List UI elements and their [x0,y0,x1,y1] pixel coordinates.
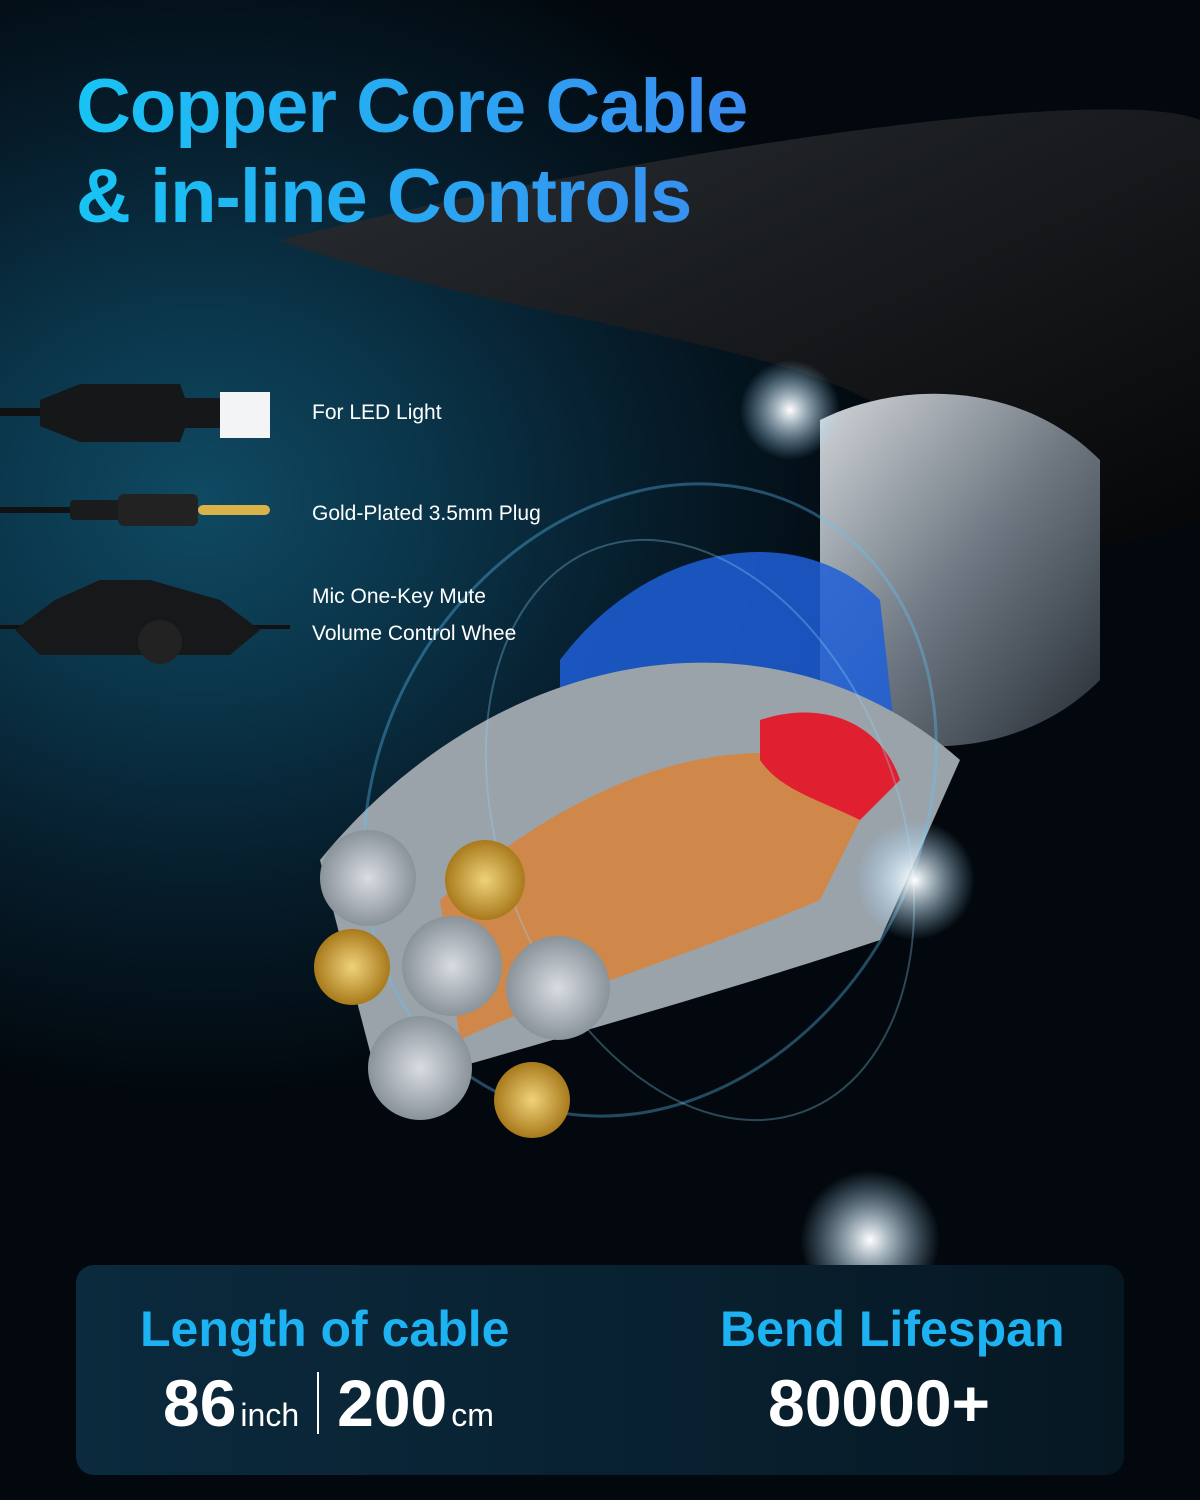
length-inch-value: 86 [163,1366,237,1440]
bend-lifespan-label: Bend Lifespan [720,1301,1065,1357]
bend-lifespan-value: 80000+ [768,1366,991,1440]
length-inch-unit: inch [240,1397,300,1433]
divider [317,1372,320,1434]
length-cm-value: 200 [337,1366,448,1440]
length-label: Length of cable [140,1301,510,1357]
feature-audio-jack: Gold-Plated 3.5mm Plug [312,502,541,525]
title-line-2: & in-line Controls [76,154,692,239]
feature-inline-control-line-2: Volume Control Whee [312,622,517,645]
length-value: 86 inch 200 cm [163,1365,494,1441]
audio-jack-icon [0,494,270,526]
length-cm-unit: cm [451,1397,494,1433]
title-line-1: Copper Core Cable [76,64,748,149]
inline-control-icon [0,580,290,664]
feature-inline-control: Mic One-Key Mute Volume Control Whee [312,578,516,652]
usb-plug-icon [0,384,270,442]
feature-led-light: For LED Light [312,401,442,424]
stats-panel [76,1265,1124,1475]
page-title: Copper Core Cable & in-line Controls [76,62,747,242]
feature-inline-control-line-1: Mic One-Key Mute [312,585,486,608]
